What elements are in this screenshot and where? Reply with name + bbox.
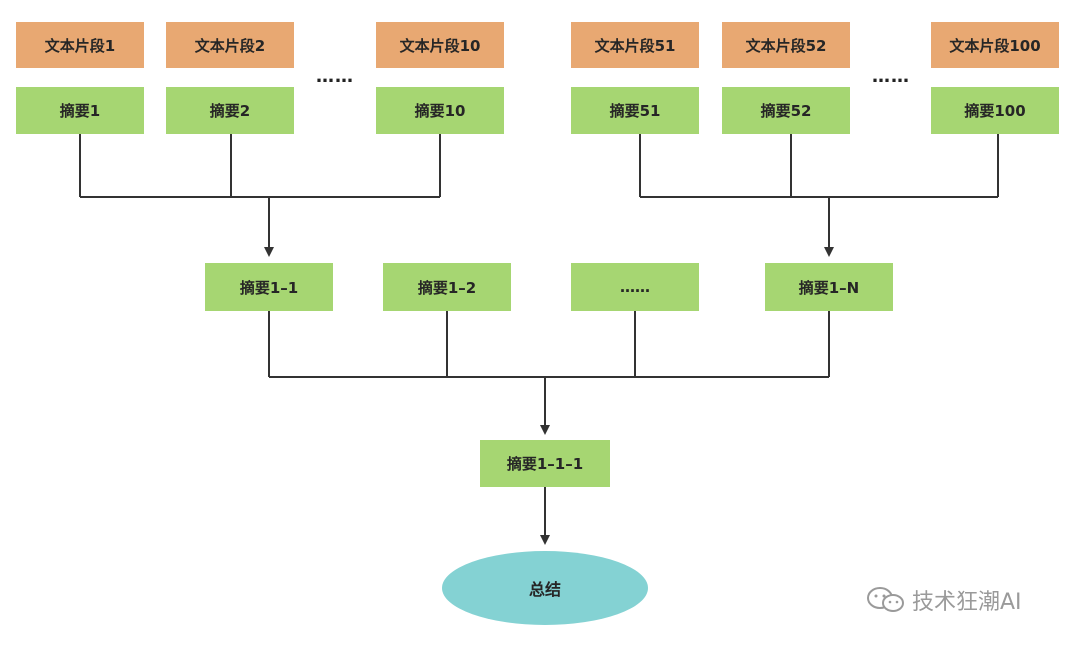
- segment-box-51: 文本片段51: [571, 22, 699, 68]
- segment-box-100: 文本片段100: [931, 22, 1059, 68]
- segment-box-2: 文本片段2: [166, 22, 294, 68]
- ellipsis-right: ……: [872, 66, 910, 87]
- summary-box-1-1-1: 摘要1–1–1: [480, 440, 610, 487]
- summary-box-100: 摘要100: [931, 87, 1059, 134]
- summary-box-51: 摘要51: [571, 87, 699, 134]
- watermark: 技术狂潮AI: [866, 584, 1022, 616]
- watermark-text: 技术狂潮AI: [912, 590, 1022, 615]
- ellipsis-left: ……: [316, 66, 354, 87]
- summary-box-1-1: 摘要1–1: [205, 263, 333, 311]
- summary-box-1: 摘要1: [16, 87, 144, 134]
- segment-box-1: 文本片段1: [16, 22, 144, 68]
- summary-box-1-n: 摘要1–N: [765, 263, 893, 311]
- summary-box-10: 摘要10: [376, 87, 504, 134]
- summary-box-1-2: 摘要1–2: [383, 263, 511, 311]
- wechat-icon: [867, 587, 904, 612]
- summary-box-ellipsis: ……: [571, 263, 699, 311]
- summary-box-52: 摘要52: [722, 87, 850, 134]
- summary-box-2: 摘要2: [166, 87, 294, 134]
- final-summary-ellipse: 总结: [442, 551, 648, 625]
- segment-box-10: 文本片段10: [376, 22, 504, 68]
- segment-box-52: 文本片段52: [722, 22, 850, 68]
